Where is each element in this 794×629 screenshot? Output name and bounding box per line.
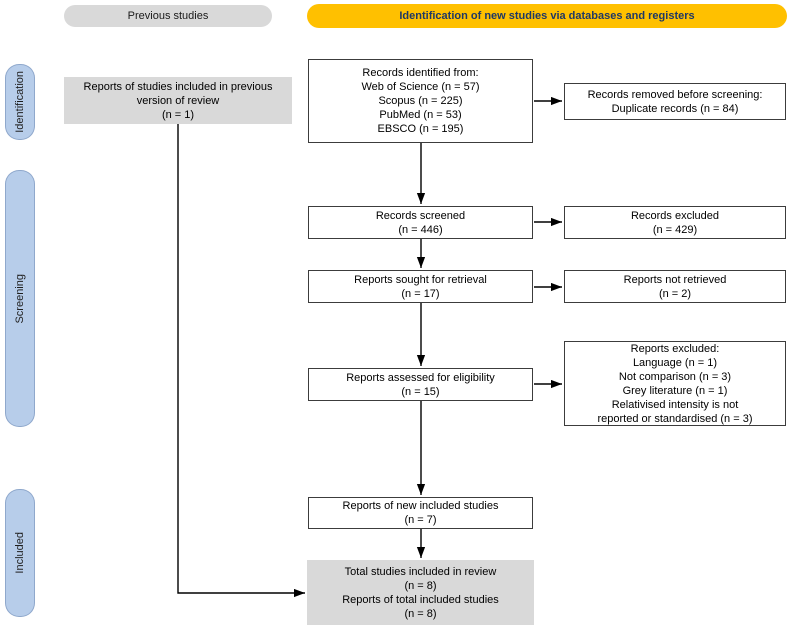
box-new-included-studies: Reports of new included studies (n = 7) <box>308 497 533 529</box>
stage-label-included-text: Included <box>14 532 26 574</box>
stage-label-identification-text: Identification <box>14 71 26 133</box>
box-total-included-studies: Total studies included in review (n = 8)… <box>307 560 534 625</box>
box-reports-excluded-reasons: Reports excluded: Language (n = 1) Not c… <box>564 341 786 426</box>
stage-label-identification: Identification <box>5 64 35 140</box>
box-records-identified: Records identified from: Web of Science … <box>308 59 533 143</box>
box-records-excluded: Records excluded (n = 429) <box>564 206 786 239</box>
header-previous-studies: Previous studies <box>64 5 272 27</box>
box-previous-version-reports: Reports of studies included in previous … <box>64 77 292 124</box>
box-reports-sought-for-retrieval: Reports sought for retrieval (n = 17) <box>308 270 533 303</box>
header-identification-new-studies: Identification of new studies via databa… <box>307 4 787 28</box>
stage-label-included: Included <box>5 489 35 617</box>
box-records-removed-before-screening: Records removed before screening: Duplic… <box>564 83 786 120</box>
box-reports-not-retrieved: Reports not retrieved (n = 2) <box>564 270 786 303</box>
arrow-previous-to-total <box>177 124 305 598</box>
box-records-screened: Records screened (n = 446) <box>308 206 533 239</box>
stage-label-screening: Screening <box>5 170 35 427</box>
box-reports-assessed-for-eligibility: Reports assessed for eligibility (n = 15… <box>308 368 533 401</box>
stage-label-screening-text: Screening <box>14 273 26 324</box>
